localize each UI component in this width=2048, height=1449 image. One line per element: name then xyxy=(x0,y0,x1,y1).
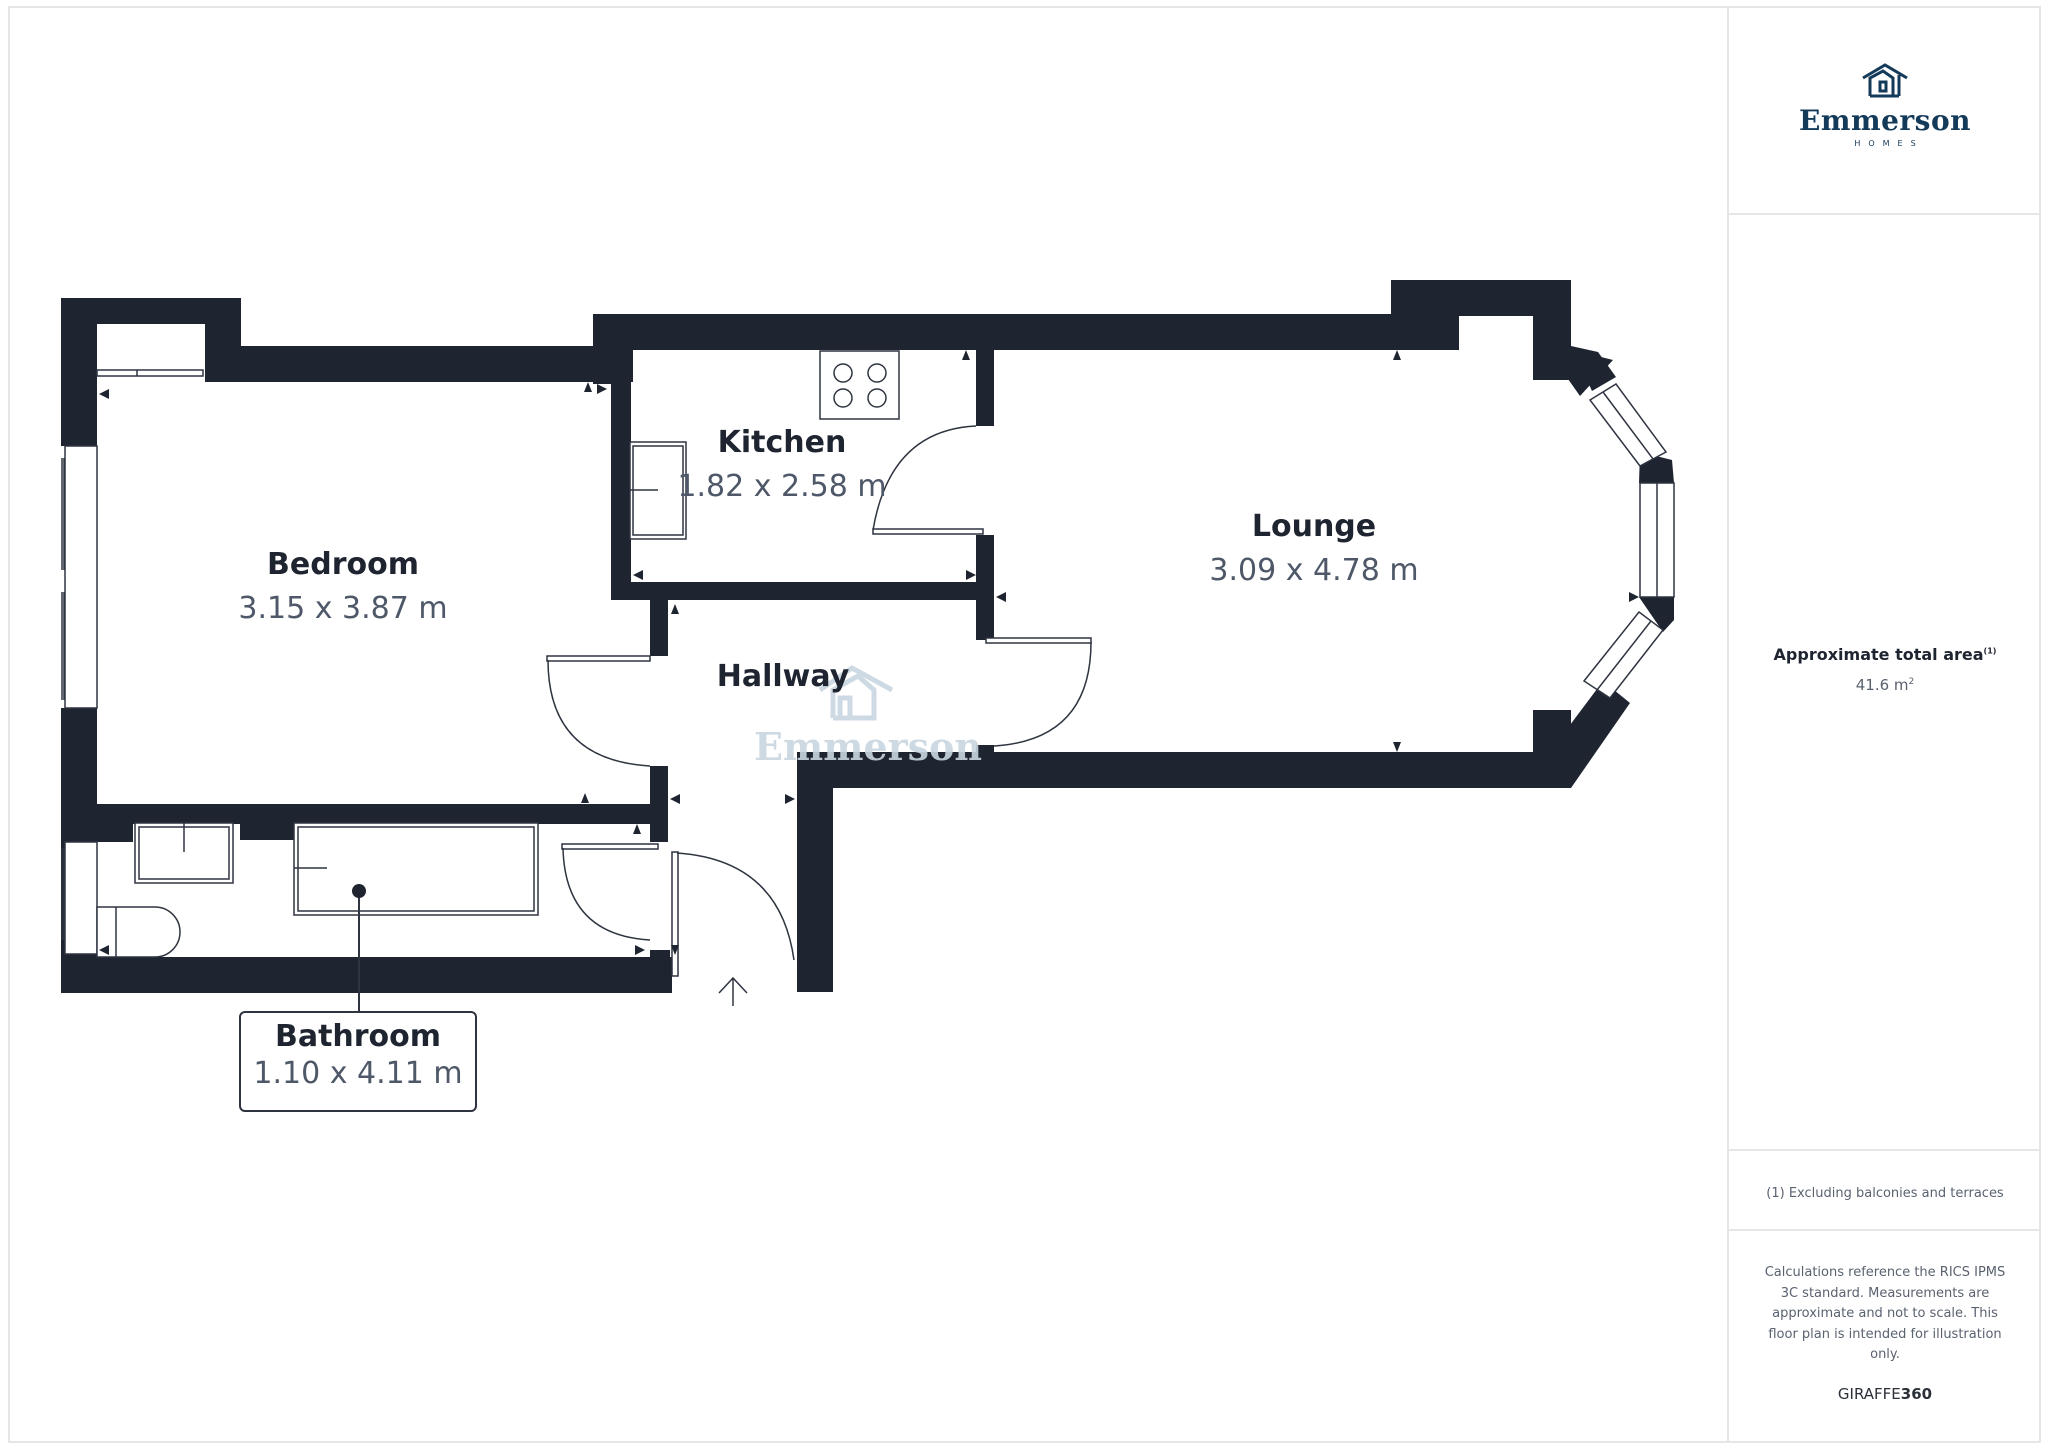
footnote-section: (1) Excluding balconies and terraces xyxy=(1729,1151,2041,1231)
logo-wordmark: Emmerson xyxy=(1799,104,1971,137)
kitchen-door xyxy=(872,425,984,535)
area-section: Approximate total area(1) 41.6 m2 xyxy=(1729,215,2041,1151)
bath-icon xyxy=(293,822,539,916)
entrance-door xyxy=(671,851,795,977)
room-dim-bathroom: 1.10 x 4.11 m xyxy=(253,1056,463,1091)
page-frame xyxy=(8,6,2041,1443)
room-name-kitchen: Kitchen xyxy=(718,425,847,460)
room-dim-lounge: 3.09 x 4.78 m xyxy=(1209,553,1418,588)
sink-icon xyxy=(629,441,687,540)
lounge-door xyxy=(985,637,1092,747)
house-logo-icon xyxy=(1862,63,1908,98)
brand-logo: Emmerson HOMES xyxy=(1729,62,2041,148)
bedroom-left-window xyxy=(61,445,98,709)
footnote-text: (1) Excluding balconies and terraces xyxy=(1766,1186,2004,1201)
bathroom-door xyxy=(561,843,659,941)
disclaimer-section: Calculations reference the RICS IPMS 3C … xyxy=(1729,1231,2041,1441)
area-title: Approximate total area(1) xyxy=(1773,645,1997,664)
room-name-bedroom: Bedroom xyxy=(267,547,419,582)
hob-icon xyxy=(819,350,900,420)
logo-section: Emmerson HOMES xyxy=(1729,6,2041,215)
basin-icon xyxy=(134,822,234,884)
watermark: Emmerson xyxy=(754,665,982,769)
bedroom-door xyxy=(546,655,651,767)
logo-subtitle: HOMES xyxy=(1854,139,1924,148)
watermark-text: Emmerson xyxy=(754,724,982,769)
info-sidebar: Emmerson HOMES Approximate total area(1)… xyxy=(1727,6,2041,1443)
toilet-icon xyxy=(96,906,181,958)
entrance-arrow-icon xyxy=(718,976,748,1006)
bathroom-window xyxy=(61,841,98,955)
area-value: 41.6 m2 xyxy=(1855,676,1915,694)
room-dim-bedroom: 3.15 x 3.87 m xyxy=(238,591,447,626)
room-dim-kitchen: 1.82 x 2.58 m xyxy=(677,469,886,504)
room-name-lounge: Lounge xyxy=(1252,509,1376,544)
floor-plan: Emmerson Bedroom 3.15 x 3.87 m Kitchen 1… xyxy=(61,280,1675,1011)
room-name-hallway: Hallway xyxy=(717,659,850,694)
bathroom-label: Bathroom 1.10 x 4.11 m xyxy=(239,1011,477,1112)
room-name-bathroom: Bathroom xyxy=(274,1019,442,1054)
lounge-bay-window xyxy=(1582,382,1675,700)
bedroom-top-window xyxy=(96,369,204,377)
dimension-markers xyxy=(99,350,1639,955)
disclaimer-text: Calculations reference the RICS IPMS 3C … xyxy=(1764,1265,2006,1362)
bathroom-label-leader xyxy=(352,884,366,1011)
provider-logo: GIRAFFE360 xyxy=(1837,1385,1933,1403)
